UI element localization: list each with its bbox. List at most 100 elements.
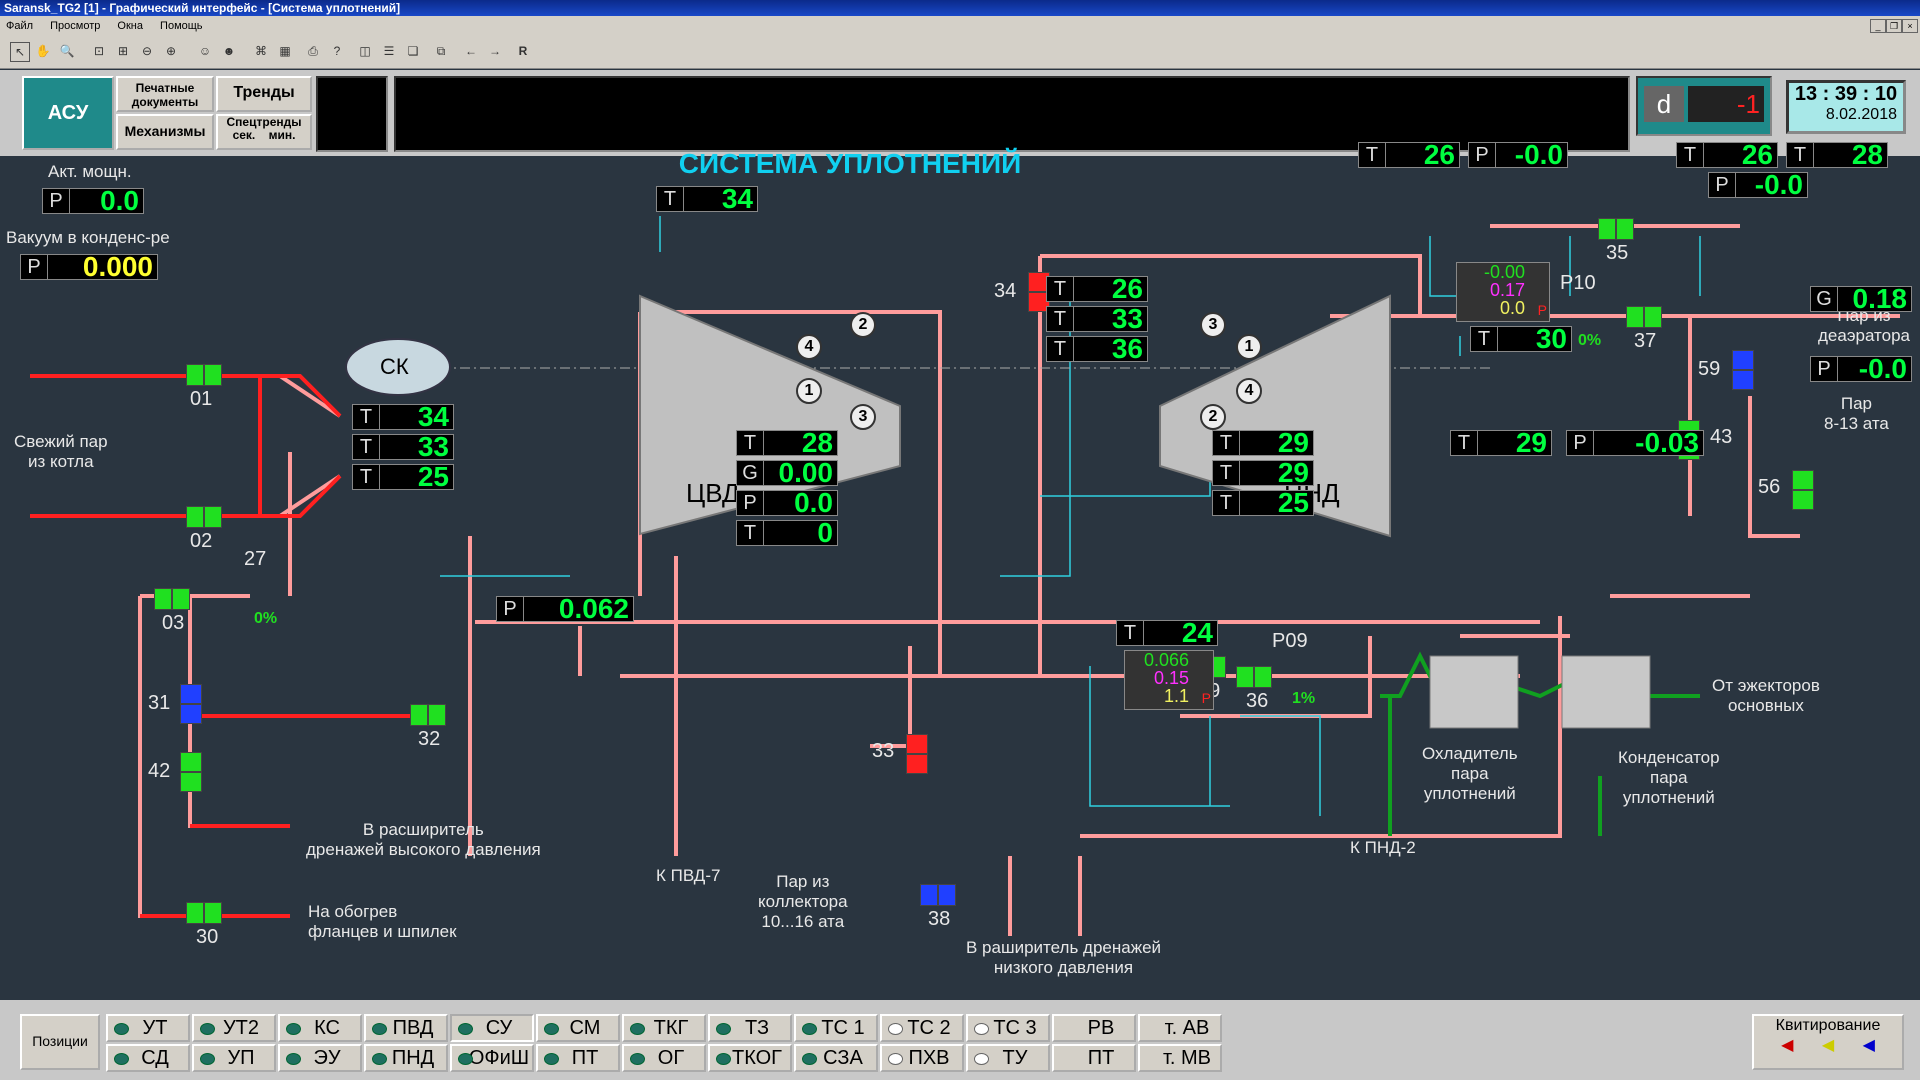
- speaker-yellow-icon: ◀: [1821, 1037, 1835, 1054]
- restore-button[interactable]: ❐: [1886, 19, 1902, 33]
- nav-button-ts2[interactable]: ТС 2: [880, 1014, 964, 1042]
- valve-02[interactable]: [186, 506, 222, 528]
- akt-value: 0.0: [70, 187, 143, 215]
- valve-34[interactable]: [1028, 272, 1050, 312]
- layout-vertical-icon[interactable]: ◫: [359, 44, 371, 58]
- valve-36[interactable]: [1236, 666, 1272, 688]
- menu-view[interactable]: Просмотр: [50, 20, 101, 32]
- menu-file[interactable]: Файл: [6, 20, 34, 32]
- valve-01[interactable]: [186, 364, 222, 386]
- nav-button-t-av[interactable]: т. АВ: [1138, 1014, 1222, 1042]
- print-icon[interactable]: ⎙: [308, 44, 318, 58]
- nav-button-tkg[interactable]: ТКГ: [622, 1014, 706, 1042]
- minimize-button[interactable]: _: [1870, 19, 1886, 33]
- nav-button-ks[interactable]: КС: [278, 1014, 362, 1042]
- valve-37-num: 37: [1634, 330, 1657, 352]
- menu-windows[interactable]: Окна: [117, 20, 143, 32]
- nav-button-tkog[interactable]: ТКОГ: [708, 1044, 792, 1072]
- nav-button-tu[interactable]: ТУ: [966, 1044, 1050, 1072]
- valve-32[interactable]: [410, 704, 446, 726]
- zoom-fit-icon[interactable]: ⊞: [117, 44, 129, 58]
- grid-icon[interactable]: ▦: [279, 44, 291, 58]
- trends-button[interactable]: Тренды: [216, 76, 312, 112]
- nav-button-eu[interactable]: ЭУ: [278, 1044, 362, 1072]
- nav-button-rv[interactable]: РВ: [1052, 1014, 1136, 1042]
- mechanisms-button[interactable]: Механизмы: [116, 114, 214, 150]
- zoom-in-icon[interactable]: ⊕: [165, 44, 177, 58]
- spec-sec-label: сек.: [232, 128, 256, 142]
- user-settings-icon[interactable]: ☻: [222, 44, 236, 58]
- zoom-1to1-icon[interactable]: ⊡: [93, 44, 105, 58]
- magnifier-icon[interactable]: 🔍: [59, 44, 75, 58]
- valve-37[interactable]: [1626, 306, 1662, 328]
- valve-31[interactable]: [180, 684, 202, 724]
- pointer-icon[interactable]: ↖: [10, 42, 30, 62]
- forward-arrow-icon[interactable]: →: [489, 44, 501, 58]
- valve-03-num: 03: [162, 612, 185, 634]
- nav-button-pnd[interactable]: ПНД: [364, 1044, 448, 1072]
- valve-35[interactable]: [1598, 218, 1634, 240]
- menu-help[interactable]: Помощь: [160, 20, 203, 32]
- status-led-icon: [802, 1023, 817, 1035]
- nav-button-sm[interactable]: СМ: [536, 1014, 620, 1042]
- acknowledge-button[interactable]: Квитирование ◀ ◀ ◀: [1752, 1014, 1904, 1070]
- nav-button-ut[interactable]: УТ: [106, 1014, 190, 1042]
- nav-button-pvd[interactable]: ПВД: [364, 1014, 448, 1042]
- layout-horizontal-icon[interactable]: ☰: [383, 44, 395, 58]
- help-icon[interactable]: ?: [333, 44, 341, 58]
- zoom-out-icon[interactable]: ⊖: [141, 44, 153, 58]
- valve-56[interactable]: [1792, 470, 1814, 510]
- back-arrow-icon[interactable]: ←: [465, 44, 477, 58]
- nav-button-up[interactable]: УП: [192, 1044, 276, 1072]
- binoculars-icon[interactable]: ⌘: [255, 44, 267, 58]
- nav-button-label: т. АВ: [1164, 1017, 1210, 1039]
- valve-03[interactable]: [154, 588, 190, 610]
- asu-button[interactable]: АСУ: [22, 76, 114, 150]
- spec-trends-button[interactable]: Спецтренды сек. мин.: [216, 114, 312, 150]
- valve-42[interactable]: [180, 752, 202, 792]
- window-swap-icon[interactable]: ⧉: [436, 44, 446, 58]
- fresh-steam-label: Свежий пар из котла: [14, 432, 108, 471]
- valve-59[interactable]: [1732, 350, 1754, 390]
- pressure-062-value: 0.062: [524, 595, 633, 623]
- valve-38[interactable]: [920, 884, 956, 906]
- status-led-icon: [286, 1053, 301, 1065]
- nav-button-su[interactable]: СУ: [450, 1014, 534, 1042]
- cascade-icon[interactable]: ❏: [407, 44, 419, 58]
- nav-button-ts3[interactable]: ТС 3: [966, 1014, 1050, 1042]
- nav-button-pt2[interactable]: ПТ: [1052, 1044, 1136, 1072]
- nav-button-sd[interactable]: СД: [106, 1044, 190, 1072]
- close-button[interactable]: ×: [1902, 19, 1918, 33]
- nav-button-phv[interactable]: ПХВ: [880, 1044, 964, 1072]
- r-button[interactable]: R: [518, 44, 528, 58]
- temp-center-2-value: 33: [1074, 305, 1147, 333]
- steam-collector-label: Пар из коллектора 10...16 ата: [758, 872, 848, 931]
- nav-button-tz[interactable]: ТЗ: [708, 1014, 792, 1042]
- valve-27-num: 27: [244, 548, 267, 570]
- pressure-mid-value: 0.0: [764, 489, 837, 517]
- nav-button-sza[interactable]: СЗА: [794, 1044, 878, 1072]
- nav-button-og[interactable]: ОГ: [622, 1044, 706, 1072]
- nav-button-label: ОГ: [657, 1047, 685, 1069]
- temp-right-1-value: 29: [1240, 429, 1313, 457]
- nav-button-ts1[interactable]: ТС 1: [794, 1014, 878, 1042]
- nav-button-pt[interactable]: ПТ: [536, 1044, 620, 1072]
- nav-button-t-mv[interactable]: т. МВ: [1138, 1044, 1222, 1072]
- valve-33[interactable]: [906, 734, 928, 774]
- d-value: -1: [1688, 86, 1764, 122]
- hand-icon[interactable]: ✋: [35, 44, 51, 58]
- nav-button-label: ПХВ: [908, 1047, 950, 1069]
- temp-mid-value: 28: [764, 429, 837, 457]
- positions-button[interactable]: Позиции: [20, 1014, 100, 1070]
- print-docs-button[interactable]: Печатные документы: [116, 76, 214, 112]
- nav-button-ut2[interactable]: УТ2: [192, 1014, 276, 1042]
- users-icon[interactable]: ☺: [198, 44, 212, 58]
- nav-button-ofish[interactable]: ОФиШ: [450, 1044, 534, 1072]
- heat-flanges-label: На обогрев фланцев и шпилек: [308, 902, 457, 941]
- valve-30[interactable]: [186, 902, 222, 924]
- pressure-top-0b-value: -0.0: [1736, 171, 1807, 199]
